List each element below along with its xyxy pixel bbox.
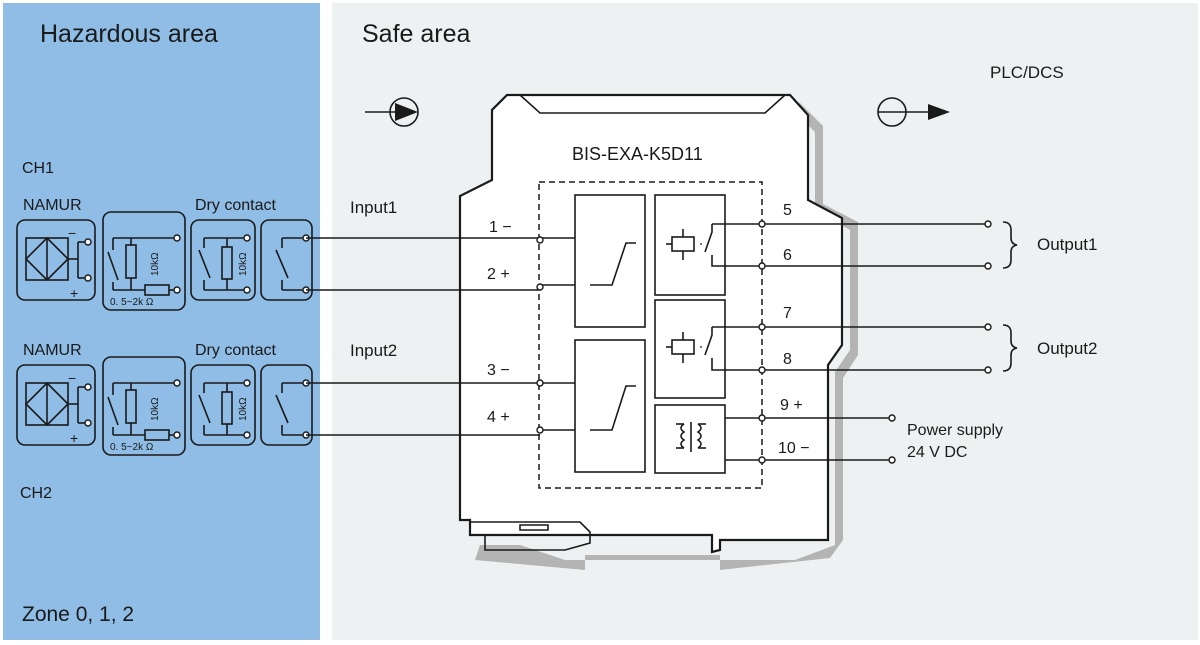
hazardous-area-title: Hazardous area — [40, 20, 218, 48]
resistor-10k-label-ch2b: 10kΩ — [238, 397, 249, 421]
input-wires — [306, 236, 575, 436]
input-arrow-icon — [365, 97, 419, 127]
power-voltage-label: 24 V DC — [907, 444, 967, 461]
resistor-10k-label-ch1: 10kΩ — [150, 252, 161, 276]
output-wires — [758, 220, 992, 464]
terminal-4-label: 4 + — [487, 409, 510, 426]
zone-label: Zone 0, 1, 2 — [22, 603, 134, 626]
output-arrow-icon — [877, 97, 950, 127]
terminal-1-label: 1 − — [489, 219, 512, 236]
dry-contact-icon — [260, 364, 313, 446]
threshold-block-1 — [574, 194, 646, 328]
namur-label-ch1: NAMUR — [23, 197, 82, 214]
threshold-block-2 — [574, 339, 646, 473]
namur-minus-ch2: − — [68, 370, 76, 386]
resistor-10k-label-ch1b: 10kΩ — [238, 252, 249, 276]
plc-dcs-label: PLC/DCS — [990, 63, 1064, 82]
output2-brace — [1002, 324, 1018, 372]
terminal-6-label: 6 — [783, 247, 792, 264]
terminal-5-label: 5 — [783, 202, 792, 219]
resistive-contact-icon — [102, 211, 186, 311]
namur-minus-ch1: − — [68, 225, 76, 241]
namur-sensor-icon — [16, 219, 96, 301]
terminal-2-label: 2 + — [487, 266, 510, 283]
terminal-7-label: 7 — [783, 305, 792, 322]
dry-contact-resistor-icon — [190, 219, 256, 301]
device-shadow — [475, 103, 858, 570]
sensor-group-ch1: − + 10kΩ 0. 5~2k Ω — [16, 211, 313, 311]
ch2-label: CH2 — [20, 485, 52, 502]
output2-label: Output2 — [1037, 339, 1098, 358]
namur-plus-ch2: + — [70, 430, 78, 446]
dry-contact-resistor-icon — [190, 364, 256, 446]
internal-circuit-box — [538, 181, 763, 489]
namur-sensor-icon — [16, 364, 96, 446]
device-model-label: BIS-EXA-K5D11 — [572, 144, 703, 164]
resistive-contact-icon — [102, 356, 186, 456]
terminal-8-label: 8 — [783, 351, 792, 368]
relay-block-1 — [654, 194, 762, 296]
power-supply-block — [654, 404, 762, 474]
dry-contact-label-ch2: Dry contact — [195, 342, 276, 359]
dry-contact-label-ch1: Dry contact — [195, 197, 276, 214]
namur-plus-ch1: + — [70, 285, 78, 301]
resistor-range-label-ch1: 0. 5~2k Ω — [110, 297, 154, 308]
input2-label: Input2 — [350, 341, 397, 360]
dry-contact-icon — [260, 219, 313, 301]
resistor-range-label-ch2: 0. 5~2k Ω — [110, 442, 154, 453]
namur-label-ch2: NAMUR — [23, 342, 82, 359]
sensor-group-ch2: − + 10kΩ 0. 5~2k Ω 10k — [16, 356, 313, 456]
terminal-10-label: 10 − — [778, 440, 810, 457]
hazardous-area-panel — [3, 3, 320, 640]
output1-label: Output1 — [1037, 235, 1098, 254]
device-housing — [458, 93, 858, 570]
power-supply-label: Power supply — [907, 422, 1003, 439]
device-body — [458, 93, 844, 554]
resistor-10k-label-ch2: 10kΩ — [150, 397, 161, 421]
terminal-3-label: 3 − — [487, 362, 510, 379]
output1-brace — [1002, 221, 1018, 269]
relay-block-2 — [654, 299, 762, 399]
terminal-9-label: 9 + — [780, 397, 803, 414]
input1-label: Input1 — [350, 198, 397, 217]
ch1-label: CH1 — [22, 160, 54, 177]
safe-area-title: Safe area — [362, 20, 471, 48]
